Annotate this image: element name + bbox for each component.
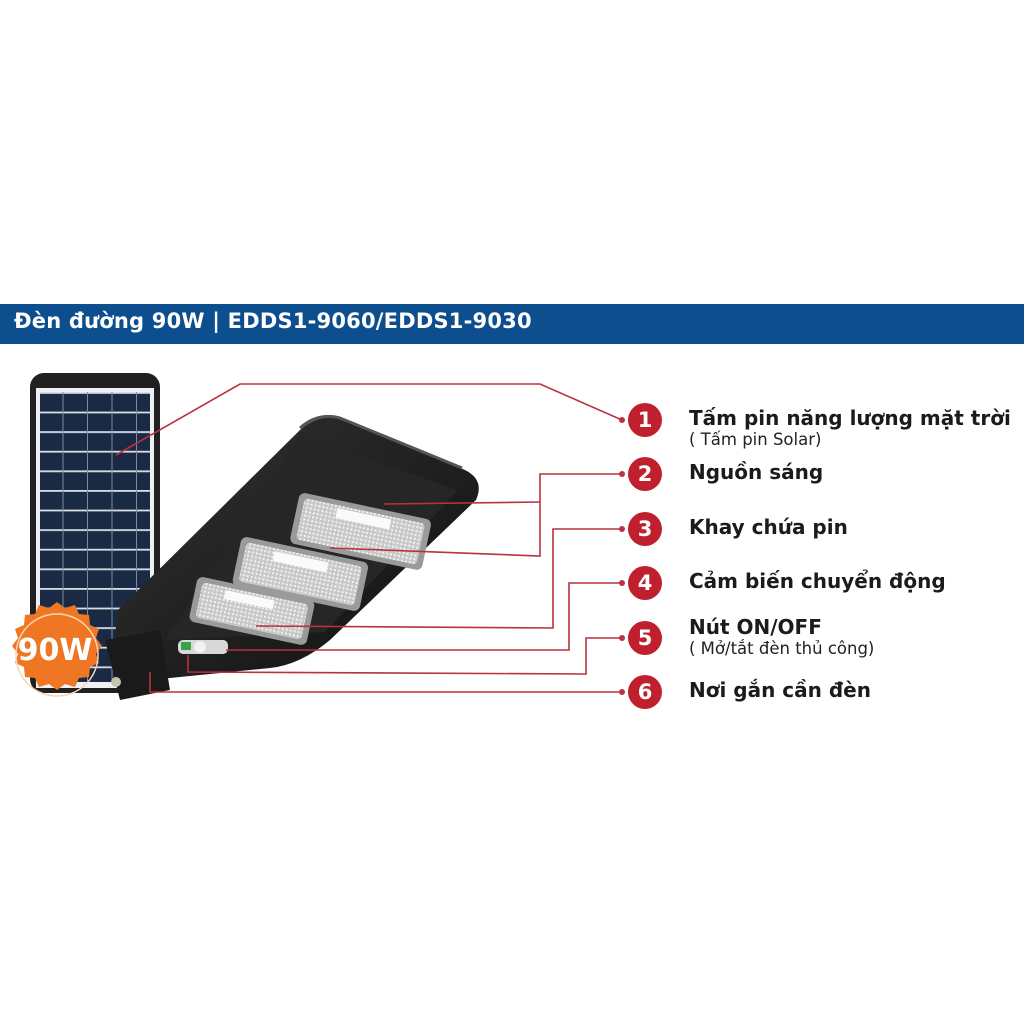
title-banner: Đèn đường 90W | EDDS1-9060/EDDS1-9030	[0, 304, 1024, 344]
callout-number: 2	[628, 457, 662, 491]
callout-title: Nguồn sáng	[689, 460, 824, 484]
callout-light-source: 2 Nguồn sáng	[628, 457, 823, 491]
street-lamp-image	[105, 414, 479, 700]
callout-title: Nơi gắn cần đèn	[689, 678, 871, 702]
callout-number: 5	[628, 621, 662, 655]
callout-subtitle: ( Mở/tắt đèn thủ công)	[689, 639, 875, 658]
callout-power-button: 5 Nút ON/OFF ( Mở/tắt đèn thủ công)	[628, 615, 875, 659]
callout-title: Tấm pin năng lượng mặt trời	[689, 406, 1011, 430]
callout-number: 6	[628, 675, 662, 709]
callout-solar-panel: 1 Tấm pin năng lượng mặt trời ( Tấm pin …	[628, 403, 1011, 450]
callout-battery-tray: 3 Khay chứa pin	[628, 512, 848, 546]
callout-motion-sensor: 4 Cảm biến chuyển động	[628, 566, 946, 600]
leader-lines	[115, 383, 623, 693]
callout-title: Cảm biến chuyển động	[689, 569, 946, 593]
callout-title: Khay chứa pin	[689, 515, 848, 539]
callout-number: 4	[628, 566, 662, 600]
callout-subtitle: ( Tấm pin Solar)	[689, 430, 822, 449]
banner-title: Đèn đường 90W | EDDS1-9060/EDDS1-9030	[14, 309, 532, 333]
callout-number: 3	[628, 512, 662, 546]
callout-number: 1	[628, 403, 662, 437]
callout-pole-mount: 6 Nơi gắn cần đèn	[628, 675, 871, 709]
callout-title: Nút ON/OFF	[689, 615, 822, 639]
wattage-badge-text: 90W	[17, 633, 93, 668]
wattage-badge	[12, 602, 102, 697]
